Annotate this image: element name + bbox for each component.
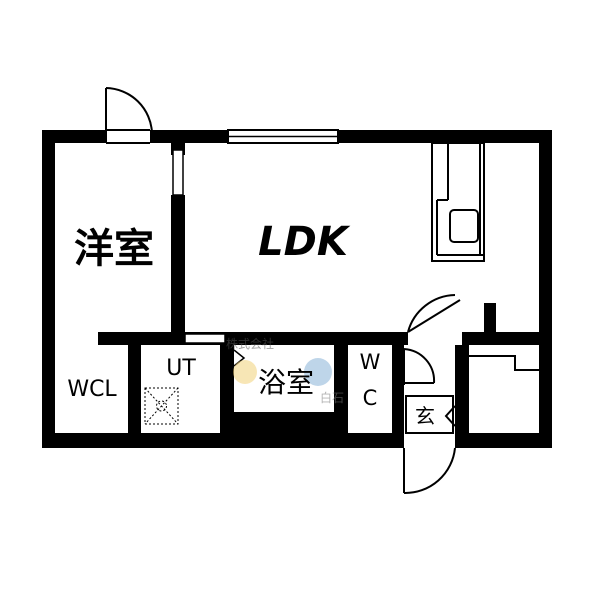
watermark: 株式会社 白石 <box>226 336 344 405</box>
wall-left <box>42 130 55 448</box>
label-bath: 浴室 <box>258 366 314 399</box>
label-ldk: LDK <box>258 219 351 265</box>
wall-bottom-left <box>42 433 404 448</box>
door-wc[interactable] <box>403 348 436 385</box>
label-wcl: WCL <box>67 377 117 402</box>
floor-step <box>220 412 348 433</box>
wall-bath-wc <box>334 345 348 433</box>
wall-top-mid <box>150 130 228 143</box>
wall-bottom-right <box>455 433 552 448</box>
label-western-room: 洋室 <box>74 226 154 272</box>
label-ut: UT <box>166 356 196 381</box>
outer-walls <box>42 130 552 448</box>
wall-middle-right <box>462 332 539 345</box>
wall-top-right <box>338 130 552 143</box>
ut-door[interactable] <box>184 333 226 344</box>
door-top[interactable] <box>105 87 153 144</box>
kitchen-counter <box>431 142 485 262</box>
watermark-company: 株式会社 <box>226 336 274 351</box>
watermark-name: 白石 <box>320 390 344 405</box>
door-entrance[interactable] <box>403 447 456 495</box>
wall-middle <box>98 332 408 345</box>
door-ldk[interactable] <box>407 294 461 333</box>
label-entrance: 玄 <box>415 404 435 428</box>
wall-yoshitsu-ldk <box>171 195 185 335</box>
storage <box>469 355 539 371</box>
wall-entrance-right <box>455 345 469 433</box>
wall-wc-right <box>392 345 404 433</box>
entrance-area <box>405 395 456 434</box>
wall-top-left <box>42 130 106 143</box>
laundry-pan <box>144 387 179 425</box>
label-wc-top: W <box>360 350 381 374</box>
pillar <box>484 303 496 343</box>
wall-wcl-ut <box>128 345 141 433</box>
kitchen-sink <box>449 209 479 243</box>
sliding-door-yoshitsu[interactable] <box>172 149 184 196</box>
label-wc-bottom: C <box>363 386 378 410</box>
wall-right <box>539 130 552 448</box>
window-ldk <box>227 129 339 144</box>
inner-walls <box>98 143 539 433</box>
wall-ut-bath <box>220 345 234 433</box>
